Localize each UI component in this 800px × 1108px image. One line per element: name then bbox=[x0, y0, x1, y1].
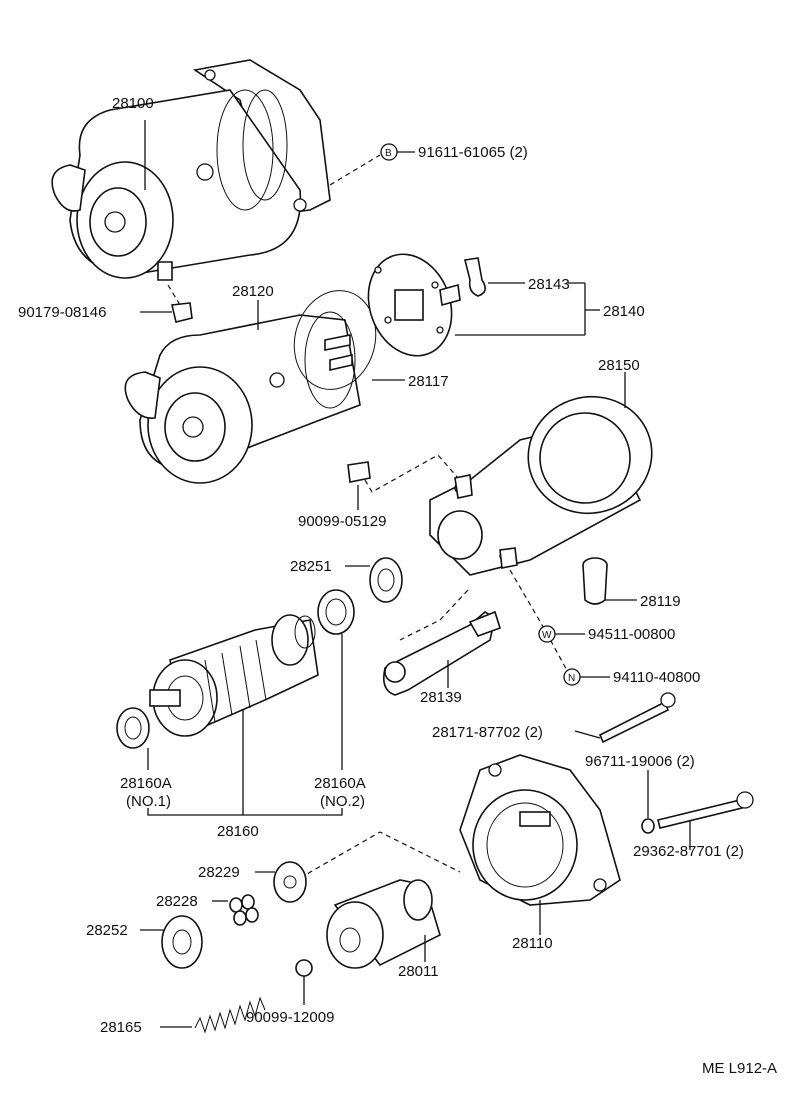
label-28100: 28100 bbox=[112, 95, 154, 112]
label-28160a-no2: 28160A bbox=[314, 775, 366, 792]
gear-28252-drawing bbox=[161, 915, 203, 969]
label-no1: (NO.1) bbox=[126, 793, 171, 810]
label-28119: 28119 bbox=[640, 593, 681, 610]
housing-28110-drawing bbox=[459, 754, 621, 906]
nut-90099-05129-drawing bbox=[347, 461, 371, 483]
label-28160: 28160 bbox=[217, 823, 259, 840]
retainer-28229-drawing bbox=[273, 861, 307, 903]
ball-90099-12009-drawing bbox=[295, 959, 313, 977]
label-96711-19006: 96711-19006 (2) bbox=[585, 753, 695, 770]
armature-28160-drawing bbox=[149, 614, 319, 737]
leader-94511-dash bbox=[509, 569, 571, 677]
label-28171-87702: 28171-87702 (2) bbox=[432, 724, 543, 741]
through-bolt-29362-drawing bbox=[657, 791, 754, 829]
label-29362-87701: 29362-87701 (2) bbox=[633, 843, 744, 860]
label-91611-61065: 91611-61065 (2) bbox=[418, 144, 528, 161]
magnetic-switch-drawing bbox=[429, 395, 653, 576]
label-28011: 28011 bbox=[398, 963, 439, 980]
nut-90179-drawing bbox=[171, 302, 193, 323]
leader-28171 bbox=[574, 730, 601, 739]
badge-b: B bbox=[385, 148, 392, 159]
leader-91611 bbox=[329, 154, 381, 186]
through-bolt-28171-drawing bbox=[598, 692, 676, 744]
label-28251: 28251 bbox=[290, 558, 332, 575]
badge-w: W bbox=[542, 630, 552, 641]
label-28160a-no1: 28160A bbox=[120, 775, 172, 792]
leader-90179-dash bbox=[167, 284, 181, 306]
label-28120: 28120 bbox=[232, 283, 274, 300]
clutch-28011-drawing bbox=[326, 879, 441, 969]
bearing-no1-drawing bbox=[116, 707, 150, 749]
bracket-28160 bbox=[147, 808, 343, 816]
rollers-28228-drawing bbox=[229, 894, 259, 926]
reference-code: ME L912-A bbox=[702, 1060, 777, 1077]
label-28229: 28229 bbox=[198, 864, 240, 881]
label-28139: 28139 bbox=[420, 689, 462, 706]
label-28140: 28140 bbox=[603, 303, 645, 320]
label-28165: 28165 bbox=[100, 1019, 142, 1036]
label-28150: 28150 bbox=[598, 357, 640, 374]
label-90099-05129: 90099-05129 bbox=[298, 513, 386, 530]
yoke-assembly-drawing bbox=[124, 290, 377, 484]
starter-assembly-drawing bbox=[51, 59, 331, 281]
lead-wire-28139-drawing bbox=[382, 610, 501, 696]
plunger-28119-drawing bbox=[582, 557, 608, 605]
label-94110-40800: 94110-40800 bbox=[613, 669, 700, 686]
label-no2: (NO.2) bbox=[320, 793, 365, 810]
gear-28251-drawing bbox=[369, 557, 403, 603]
label-90099-12009: 90099-12009 bbox=[246, 1009, 334, 1026]
label-28228: 28228 bbox=[156, 893, 198, 910]
badge-n: N bbox=[568, 673, 575, 684]
leader-28139-dash bbox=[399, 589, 469, 641]
bearing-no2-drawing bbox=[317, 589, 355, 635]
label-28252: 28252 bbox=[86, 922, 128, 939]
label-94511-00800: 94511-00800 bbox=[588, 626, 675, 643]
label-28117: 28117 bbox=[408, 373, 449, 390]
shaft-axis-dash bbox=[299, 831, 461, 879]
label-28143: 28143 bbox=[528, 276, 570, 293]
brush-holder-drawing bbox=[367, 253, 486, 357]
leader-90099-dash bbox=[364, 454, 459, 493]
label-28110: 28110 bbox=[512, 935, 553, 952]
label-90179-08146: 90179-08146 bbox=[18, 304, 106, 321]
spring-28165-drawing bbox=[194, 996, 266, 1034]
washer-96711-drawing bbox=[641, 818, 655, 834]
